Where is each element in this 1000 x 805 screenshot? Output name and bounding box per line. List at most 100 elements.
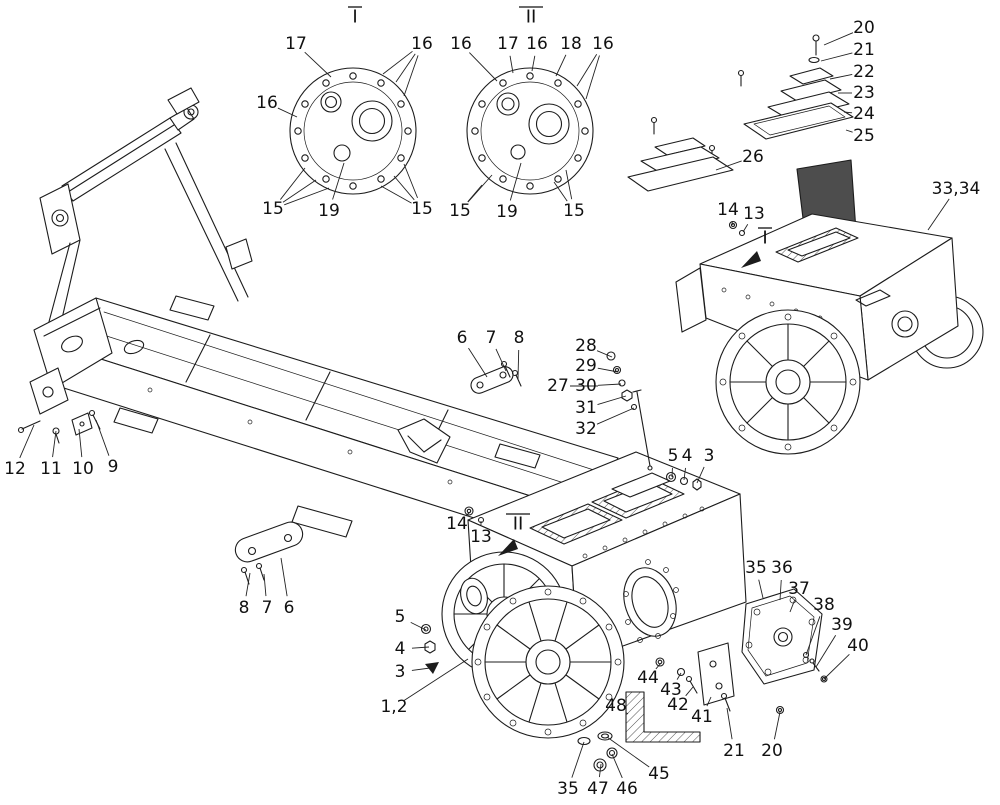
svg-text:16: 16 (411, 34, 433, 54)
callout-39: 39 (815, 615, 853, 668)
callout-5: 5 (668, 446, 678, 478)
callout-27: 27 (547, 376, 598, 396)
callout-13: 13 (742, 204, 765, 233)
callout-35: 35 (557, 741, 585, 799)
callout-44: 44 (637, 662, 662, 688)
callout-8: 8 (239, 572, 251, 618)
svg-text:44: 44 (637, 668, 659, 688)
callout-7: 7 (262, 573, 273, 618)
svg-text:25: 25 (853, 126, 875, 146)
svg-text:45: 45 (648, 764, 670, 784)
hardware-upper-plate (470, 360, 522, 394)
svg-text:16: 16 (256, 93, 278, 113)
svg-text:33,34: 33,34 (932, 179, 981, 199)
callout-32: 32 (575, 407, 635, 439)
svg-text:26: 26 (742, 147, 764, 167)
callout-7: 7 (486, 328, 507, 372)
svg-text:10: 10 (72, 459, 94, 479)
svg-text:9: 9 (108, 457, 119, 477)
svg-text:3: 3 (395, 662, 406, 682)
hardware-lower-plate (234, 521, 304, 585)
svg-text:22: 22 (853, 62, 875, 82)
svg-text:13: 13 (470, 527, 492, 547)
callout-10: 10 (72, 428, 94, 479)
callout-8: 8 (514, 328, 525, 380)
svg-text:6: 6 (284, 598, 295, 618)
callout-4: 4 (682, 446, 693, 481)
callout-40: 40 (823, 636, 869, 680)
callout-13: 13 (470, 521, 492, 547)
svg-text:16: 16 (592, 34, 614, 54)
svg-text:4: 4 (395, 639, 406, 659)
svg-text:5: 5 (395, 607, 406, 627)
callout-11: 11 (40, 430, 62, 479)
callout-14: 14 (717, 200, 739, 226)
svg-text:43: 43 (660, 680, 682, 700)
callout-46: 46 (611, 753, 638, 799)
svg-text:19: 19 (318, 201, 340, 221)
callout-35: 35 (745, 558, 767, 599)
callout-ii: II (506, 513, 530, 535)
callout-15: 15 (553, 169, 585, 221)
svg-text:15: 15 (262, 199, 284, 219)
callout-15: 15 (262, 167, 330, 219)
callout-43: 43 (660, 672, 682, 700)
svg-text:40: 40 (847, 636, 869, 656)
callout-22: 22 (829, 62, 875, 82)
callout-38: 38 (805, 595, 835, 656)
svg-text:39: 39 (831, 615, 853, 635)
callout-6: 6 (457, 328, 488, 378)
svg-text:I: I (352, 7, 357, 28)
svg-text:31: 31 (575, 398, 597, 418)
svg-text:7: 7 (262, 598, 273, 618)
callout-33-34: 33,34 (927, 179, 981, 231)
svg-text:30: 30 (575, 376, 597, 396)
callout-18: 18 (555, 34, 582, 77)
svg-text:4: 4 (682, 446, 693, 466)
svg-text:19: 19 (496, 202, 518, 222)
callout-17: 17 (285, 34, 332, 78)
callout-21: 21 (723, 707, 745, 761)
view-arrow-ii (498, 539, 518, 556)
rear-housing (441, 351, 747, 743)
callout-16: 16 (526, 34, 548, 72)
svg-text:35: 35 (745, 558, 767, 578)
svg-text:20: 20 (853, 18, 875, 38)
callout-9: 9 (95, 419, 119, 477)
callout-30: 30 (575, 376, 622, 396)
svg-text:29: 29 (575, 356, 597, 376)
svg-text:II: II (513, 514, 524, 535)
svg-text:8: 8 (514, 328, 525, 348)
side-cover-plates (655, 588, 828, 715)
bottom-washers (577, 731, 618, 772)
callout-17: 17 (497, 34, 519, 74)
svg-text:14: 14 (717, 200, 739, 220)
svg-text:27: 27 (547, 376, 569, 396)
callout-48: 48 (605, 696, 629, 716)
svg-text:7: 7 (486, 328, 497, 348)
svg-text:32: 32 (575, 419, 597, 439)
callout-12: 12 (4, 424, 35, 479)
svg-text:14: 14 (446, 514, 468, 534)
callout-1-2: 1,2 (380, 658, 469, 717)
callout-16: 16 (382, 34, 433, 97)
callout-47: 47 (587, 763, 609, 799)
svg-text:17: 17 (285, 34, 307, 54)
view-arrow-i (741, 251, 761, 268)
svg-text:16: 16 (450, 34, 472, 54)
svg-text:8: 8 (239, 598, 250, 618)
hardware-left-345 (420, 623, 439, 674)
callout-15: 15 (449, 174, 493, 221)
callout-i: I (758, 227, 772, 249)
callout-16: 16 (256, 93, 298, 118)
svg-text:13: 13 (743, 204, 765, 224)
callout-20: 20 (823, 18, 875, 46)
callout-15: 15 (380, 163, 433, 219)
callout-i: I (348, 6, 362, 28)
svg-text:36: 36 (771, 558, 793, 578)
callout-19: 19 (496, 162, 522, 222)
callout-14: 14 (446, 511, 471, 534)
cover-stack (627, 34, 854, 192)
svg-text:35: 35 (557, 779, 579, 799)
